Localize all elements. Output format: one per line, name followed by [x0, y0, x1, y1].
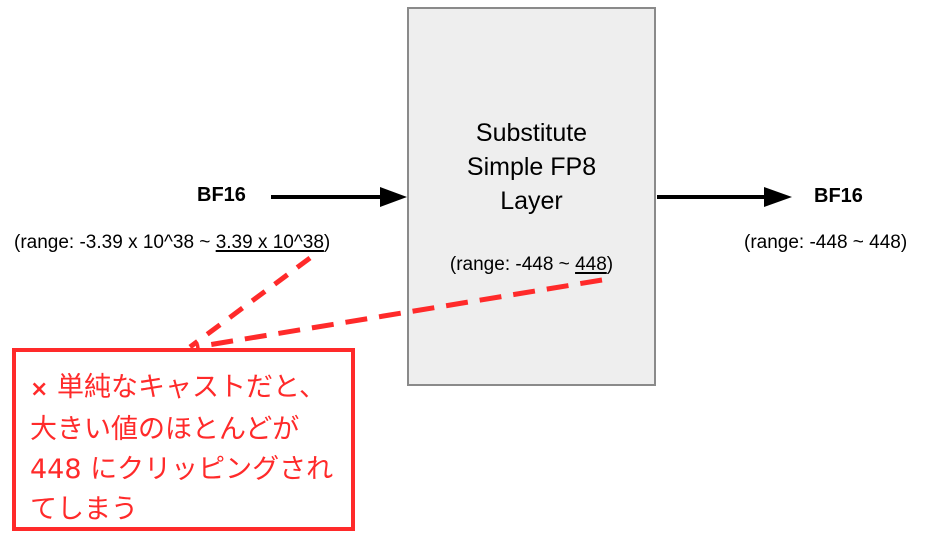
input-label: BF16 [197, 184, 246, 206]
layer-title-line: Substitute [475, 119, 588, 147]
input-range-prefix: (range: -3.39 x 10^38 ~ [14, 232, 216, 253]
input-arrow-head [380, 187, 407, 207]
pointer-line-fp8 [195, 277, 603, 350]
warning-message: 単純なキャストだと、大きい値のほとんどが 448 にクリッピングされてしまう [30, 372, 334, 525]
layer-range-max: 448 [575, 254, 607, 275]
layer-range: (range: -448 ~ 448) [407, 254, 656, 276]
warning-text: × 単純なキャストだと、大きい値のほとんどが 448 にクリッピングされてしまう [30, 368, 350, 530]
output-arrow-head [764, 187, 792, 207]
fp8-layer-box [407, 7, 656, 386]
layer-title-line: Layer [500, 187, 563, 215]
input-range-max: 3.39 x 10^38 [215, 232, 324, 253]
output-label: BF16 [814, 185, 863, 207]
pointer-line-bf16 [188, 255, 312, 350]
layer-title: Substitute Simple FP8 Layer [407, 116, 656, 218]
layer-title-line: Simple FP8 [466, 153, 597, 181]
layer-range-prefix: (range: -448 ~ [449, 254, 576, 275]
cross-mark-icon: × [30, 377, 49, 402]
warning-callout [12, 348, 355, 531]
input-range: (range: -3.39 x 10^38 ~ 3.39 x 10^38) [14, 232, 330, 254]
output-range: (range: -448 ~ 448) [744, 232, 908, 253]
input-range-suffix: ) [323, 232, 331, 253]
layer-range-suffix: ) [606, 254, 614, 275]
